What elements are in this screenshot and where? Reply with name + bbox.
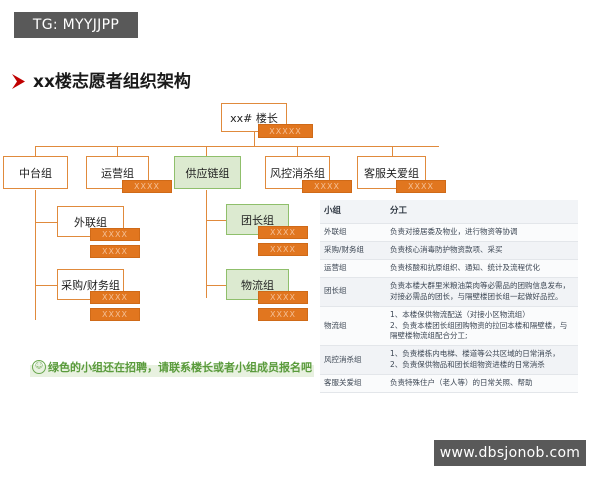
org-node-label: 客服关爱组 [364, 166, 419, 180]
table-header-group: 小组 [320, 200, 386, 225]
org-node-kefuguanaizu[interactable]: 客服关爱组 [357, 156, 426, 189]
org-node-label: 风控消杀组 [270, 166, 325, 180]
table-cell-duty-line: 负责对接居委及物业，进行物资等协调 [390, 227, 518, 237]
page-title-text: xx楼志愿者组织架构 [33, 71, 191, 92]
table-header-row: 小组 分工 [320, 200, 578, 225]
table-cell-duty: 1、本楼保供物流配送（对接小区物流组）2、负责本楼团长组团购物资的拉回本楼和隔壁… [386, 305, 578, 347]
table-cell-duty: 负责核酸和抗原组织、通知、统计及流程优化 [386, 259, 578, 278]
org-badge-wailianzu-1[interactable]: XXXX [90, 228, 140, 241]
table-cell-duty-line: 负责核心消毒防护物资款项、采买 [390, 245, 503, 255]
table-row: 外联组负责对接居委及物业，进行物资等协调 [320, 223, 578, 243]
table-cell-duty-line: 1、负责楼栋内电梯、楼道等公共区域的日常消杀， [390, 349, 560, 359]
org-node-label: 供应链组 [185, 166, 230, 180]
org-badge-yunyingzu-1[interactable]: XXXX [122, 180, 172, 193]
org-node-root[interactable]: xx# 楼长 [221, 103, 287, 132]
connector-midtai-spine [35, 190, 36, 320]
org-badge-caigou-1[interactable]: XXXX [90, 291, 140, 304]
table-row: 客服关爱组负责特殊住户（老人等）的日常关照、帮助 [320, 374, 578, 393]
table-cell-duty-line: 负责核酸和抗原组织、通知、统计及流程优化 [390, 263, 540, 273]
connector-supply-spine [206, 190, 207, 298]
org-badge-caigou-2[interactable]: XXXX [90, 308, 140, 321]
connector-drop-2 [117, 146, 118, 156]
table-cell-group: 运营组 [320, 259, 386, 278]
table-cell-duty-line: 隔壁楼物流组配合分工; [390, 331, 468, 341]
table-row: 采购/财务组负责核心消毒防护物资款项、采买 [320, 241, 578, 261]
table-cell-duty: 负责对接居委及物业，进行物资等协调 [386, 223, 578, 243]
chevron-right-icon [12, 74, 25, 89]
table-cell-duty-line: 负责特殊住户（老人等）的日常关照、帮助 [390, 378, 533, 388]
recruiting-note-text: 绿色的小组还在招聘，请联系楼长或者小组成员报名吧 [48, 361, 312, 374]
org-node-label: 外联组 [74, 215, 107, 229]
table-cell-duty: 1、负责楼栋内电梯、楼道等公共区域的日常消杀，2、负责保供物品和团长组物资进楼的… [386, 345, 578, 376]
org-badge-wailianzu-2[interactable]: XXXX [90, 245, 140, 258]
table-cell-duty-line: 2、负责本楼团长组团购物资的拉回本楼和隔壁楼，与 [390, 320, 568, 330]
org-node-label: 运营组 [101, 166, 134, 180]
table-cell-duty-line: 1、本楼保供物流配送（对接小区物流组） [390, 309, 530, 319]
org-node-label: xx# 楼长 [230, 111, 278, 125]
table-cell-duty-line: 负责本楼大群里米粮油菜肉等必需品的团购信息发布， [390, 280, 570, 290]
org-node-label: 中台组 [19, 166, 52, 180]
table-cell-group: 团长组 [320, 276, 386, 307]
table-cell-duty: 负责特殊住户（老人等）的日常关照、帮助 [386, 374, 578, 393]
org-node-label: 采购/财务组 [61, 278, 120, 292]
watermark-bottom: www.dbsjonob.com [434, 440, 586, 466]
org-badge-root-1[interactable]: XXXXX [258, 124, 313, 138]
table-cell-duty: 负责本楼大群里米粮油菜肉等必需品的团购信息发布，对接必需品的团长，与隔壁楼团长组… [386, 276, 578, 307]
org-badge-fengkong-1[interactable]: XXXX [302, 180, 352, 193]
connector-drop-4 [297, 146, 298, 156]
connector-drop-1 [35, 146, 36, 156]
connector-supply-to-tuanzhang [206, 220, 226, 221]
org-node-label: 物流组 [241, 278, 274, 292]
table-header-duty: 分工 [386, 200, 578, 225]
org-badge-tuanzhangzu-1[interactable]: XXXX [258, 226, 308, 239]
duty-table: 小组 分工 外联组负责对接居委及物业，进行物资等协调采购/财务组负责核心消毒防护… [320, 200, 578, 393]
table-cell-duty-line: 对接必需品的团长，与隔壁楼团长组一起做好品控。 [390, 291, 563, 301]
connector-drop-3 [206, 146, 207, 156]
org-badge-kefu-1[interactable]: XXXX [396, 180, 446, 193]
table-row: 团长组负责本楼大群里米粮油菜肉等必需品的团购信息发布，对接必需品的团长，与隔壁楼… [320, 276, 578, 307]
org-node-zhongtaizu[interactable]: 中台组 [3, 156, 68, 189]
recruiting-note: ☺ 绿色的小组还在招聘，请联系楼长或者小组成员报名吧 [30, 357, 314, 377]
duty-table-body: 外联组负责对接居委及物业，进行物资等协调采购/财务组负责核心消毒防护物资款项、采… [320, 223, 578, 393]
connector-supply-to-wuliu [206, 285, 226, 286]
connector-drop-5 [392, 146, 393, 156]
table-cell-duty: 负责核心消毒防护物资款项、采买 [386, 241, 578, 261]
table-row: 运营组负责核酸和抗原组织、通知、统计及流程优化 [320, 259, 578, 278]
table-cell-group: 风控消杀组 [320, 345, 386, 376]
table-cell-duty-line: 2、负责保供物品和团长组物资进楼的日常消杀 [390, 360, 545, 370]
org-badge-wuliuzu-2[interactable]: XXXX [258, 308, 308, 321]
org-node-label: 团长组 [241, 213, 274, 227]
smiley-icon: ☺ [32, 360, 46, 374]
table-cell-group: 物流组 [320, 305, 386, 347]
org-badge-tuanzhangzu-2[interactable]: XXXX [258, 243, 308, 256]
table-cell-group: 客服关爱组 [320, 374, 386, 393]
connector-level2-bus [35, 146, 439, 147]
page-title: xx楼志愿者组织架构 [10, 68, 191, 96]
table-cell-group: 外联组 [320, 223, 386, 243]
watermark-top: TG: MYYJJPP [14, 12, 138, 38]
connector-midtai-to-wailian [35, 222, 57, 223]
connector-midtai-to-caigou [35, 285, 57, 286]
table-cell-group: 采购/财务组 [320, 241, 386, 261]
org-node-gongyinglianzu[interactable]: 供应链组 [174, 156, 241, 189]
org-badge-wuliuzu-1[interactable]: XXXX [258, 291, 308, 304]
connector-root-stem [254, 132, 255, 146]
